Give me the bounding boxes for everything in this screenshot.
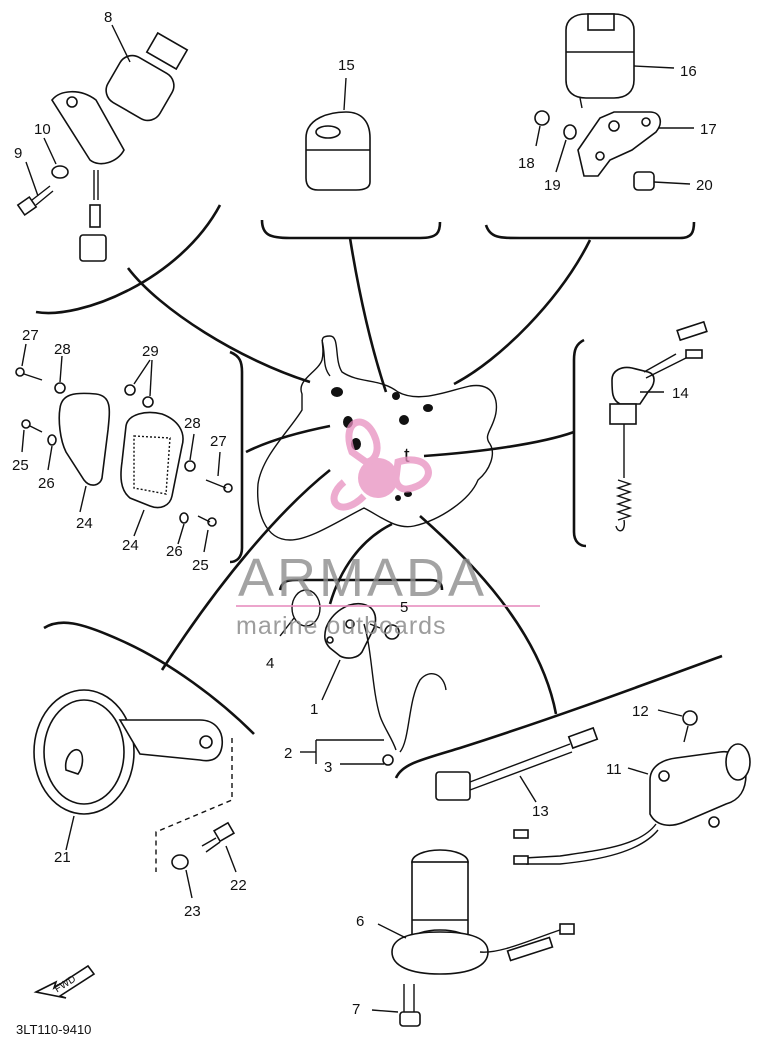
callout-7: 7 xyxy=(352,1001,360,1018)
leader-flasher xyxy=(348,237,388,393)
callout-2: 2 xyxy=(284,745,292,762)
watermark-logo xyxy=(330,418,432,511)
callout-14: 14 xyxy=(672,385,689,402)
leader-relay xyxy=(419,515,558,715)
regulator-part xyxy=(565,13,675,109)
callout-5: 5 xyxy=(400,599,408,616)
grommet-20 xyxy=(633,171,691,191)
leader-horn xyxy=(160,468,331,671)
screw-25-left xyxy=(21,419,43,453)
divider-top-center xyxy=(260,219,442,240)
sensor-14-part xyxy=(609,320,708,532)
nut-23 xyxy=(171,854,193,899)
callout-21: 21 xyxy=(54,849,71,866)
callout-26-right: 26 xyxy=(166,543,183,560)
callout-9: 9 xyxy=(14,145,22,162)
callout-13: 13 xyxy=(532,803,549,820)
callout-19: 19 xyxy=(544,177,561,194)
screw-5 xyxy=(369,623,400,640)
ignition-switch-part xyxy=(51,24,189,262)
callout-29: 29 xyxy=(142,343,159,360)
bracket-17 xyxy=(577,111,694,177)
turn-signal-lens-left xyxy=(58,392,111,513)
leader-switch xyxy=(423,430,575,458)
bracket-2-3 xyxy=(300,739,394,766)
screw-12 xyxy=(657,709,698,743)
divider-left xyxy=(229,350,244,564)
svg-text:t: t xyxy=(404,445,410,467)
divider-horn xyxy=(43,621,255,735)
callout-23: 23 xyxy=(184,903,201,920)
divider-right xyxy=(572,338,587,548)
divider-top-left xyxy=(35,204,222,315)
turn-signal-lens-right xyxy=(120,411,184,537)
callout-25-right: 25 xyxy=(192,557,209,574)
grommet-28-right xyxy=(184,433,196,472)
washer-26-left xyxy=(47,434,57,471)
leader-regulator xyxy=(453,239,592,386)
wire-harness-13 xyxy=(435,726,599,803)
washer-10 xyxy=(43,137,69,179)
divider-top-right xyxy=(484,221,696,240)
callout-26-left: 26 xyxy=(38,475,55,492)
callout-28-right: 28 xyxy=(184,415,201,432)
callout-10: 10 xyxy=(34,121,51,138)
sensor-plate-1 xyxy=(321,603,447,753)
bolt-18 xyxy=(534,110,550,147)
diagram-code: 3LT110-9410 xyxy=(16,1022,91,1037)
callout-27-left: 27 xyxy=(22,327,39,344)
horn-mount-bracket-dashed xyxy=(155,738,233,872)
callout-1: 1 xyxy=(310,701,318,718)
screw-25-right xyxy=(197,515,217,553)
bolt-27-right xyxy=(205,451,233,493)
callout-15: 15 xyxy=(338,57,355,74)
callout-24-left: 24 xyxy=(76,515,93,532)
grommet-29 xyxy=(124,359,154,408)
callout-18: 18 xyxy=(518,155,535,172)
callout-17: 17 xyxy=(700,121,717,138)
fuel-pump-6 xyxy=(377,849,575,975)
washer-26-right xyxy=(177,512,189,545)
divider-center xyxy=(278,578,444,591)
washer-19 xyxy=(555,124,577,173)
callout-8: 8 xyxy=(104,9,112,26)
callout-3: 3 xyxy=(324,759,332,776)
callout-11: 11 xyxy=(606,761,622,778)
callout-25-left: 25 xyxy=(12,457,29,474)
bolt-22 xyxy=(201,821,237,873)
horn-part xyxy=(33,689,224,851)
callout-28-left: 28 xyxy=(54,341,71,358)
o-ring-4 xyxy=(279,589,321,637)
callout-4: 4 xyxy=(266,655,274,672)
bolt-9 xyxy=(16,161,54,217)
bolt-27-left xyxy=(15,343,43,381)
starter-relay-11 xyxy=(513,743,751,865)
callout-20: 20 xyxy=(696,177,713,194)
leader-turn-signal xyxy=(245,424,331,454)
grommet-28-left xyxy=(54,355,66,394)
leader-ignition xyxy=(126,267,311,384)
forward-arrow-icon: FWD xyxy=(33,964,96,999)
callout-27-right: 27 xyxy=(210,433,227,450)
watermark-tagline: marine outboards xyxy=(236,612,447,640)
divider-relay xyxy=(394,654,723,779)
flasher-relay-part xyxy=(305,77,371,191)
callout-24-right: 24 xyxy=(122,537,139,554)
bolt-7 xyxy=(371,984,421,1027)
callout-6: 6 xyxy=(356,913,364,930)
callout-12: 12 xyxy=(632,703,649,720)
callout-22: 22 xyxy=(230,877,247,894)
callout-16: 16 xyxy=(680,63,697,80)
watermark-brand: ARMADA xyxy=(238,548,487,608)
leader-sensor xyxy=(328,522,393,605)
